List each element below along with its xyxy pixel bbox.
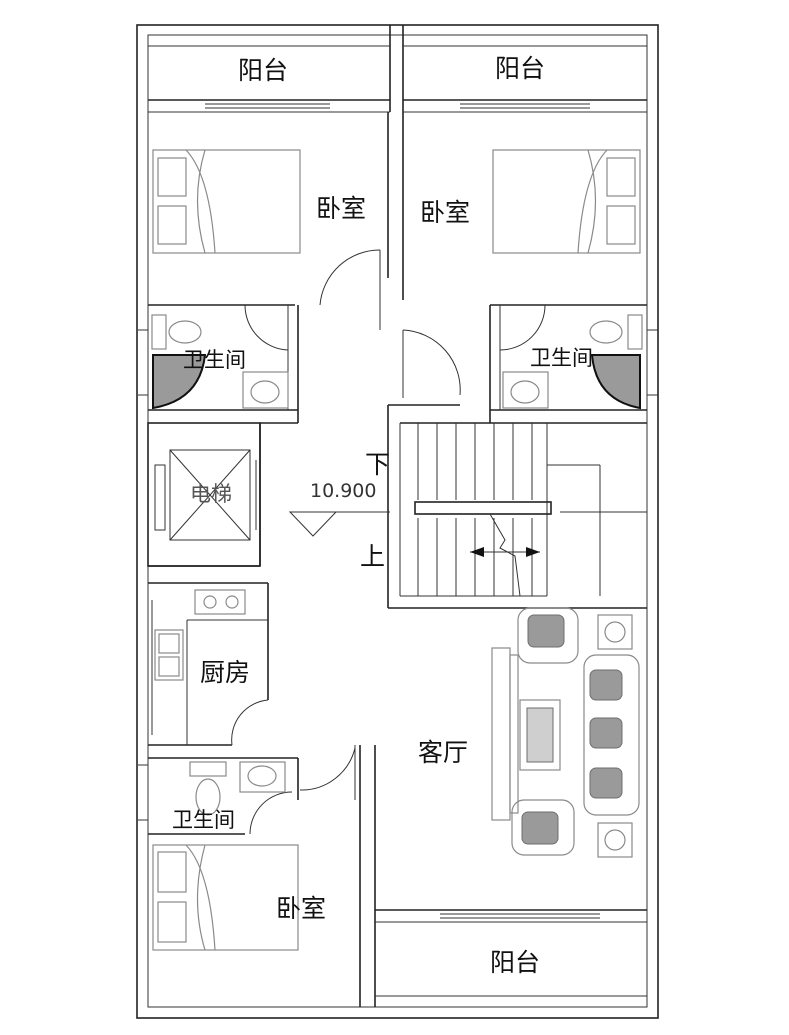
stove-icon [194,589,246,615]
bedroom-top-right [402,112,647,398]
elevator-label: 电梯 [190,482,232,506]
outer-walls [136,24,659,1019]
shower-icon [152,354,207,410]
balcony-top [148,25,647,113]
shower-icon [590,354,641,410]
sink-icon [502,371,549,409]
sofa-set-icon [491,607,640,858]
sink-icon [242,371,289,409]
bath-left-label: 卫生间 [183,348,246,372]
stairs-up-label: 上 [360,542,386,571]
level-label: 10.900 [310,480,377,502]
balcony-bottom-label: 阳台 [490,948,541,977]
bed-icon [152,844,299,951]
kitchen-label: 厨房 [200,658,251,687]
bedroom-top-left-label: 卧室 [316,194,367,223]
toilet-icon [589,314,643,350]
living-room [375,909,647,923]
bed-icon [492,149,641,254]
bedroom-top-left [148,112,389,330]
bedroom-bottom [299,745,376,1007]
bathroom-bottom [138,757,299,835]
balcony-top-left-label: 阳台 [238,56,289,85]
sink-icon [239,761,286,793]
bathroom-right [489,304,658,411]
toilet-icon [189,761,227,816]
living-room-label: 客厅 [418,738,469,767]
bedroom-top-right-label: 卧室 [420,198,471,227]
bed-icon [152,149,301,254]
stairs-down-label: 下 [365,450,391,479]
bath-bottom-label: 卫生间 [172,808,235,832]
kitchen [148,582,269,746]
toilet-icon [151,314,202,350]
balcony-top-right-label: 阳台 [495,54,546,83]
corridor-walls [148,410,491,567]
staircase [288,404,647,609]
bath-right-label: 卫生间 [530,346,593,370]
kitchen-sink-icon [154,629,184,681]
bedroom-bottom-label: 卧室 [276,894,327,923]
